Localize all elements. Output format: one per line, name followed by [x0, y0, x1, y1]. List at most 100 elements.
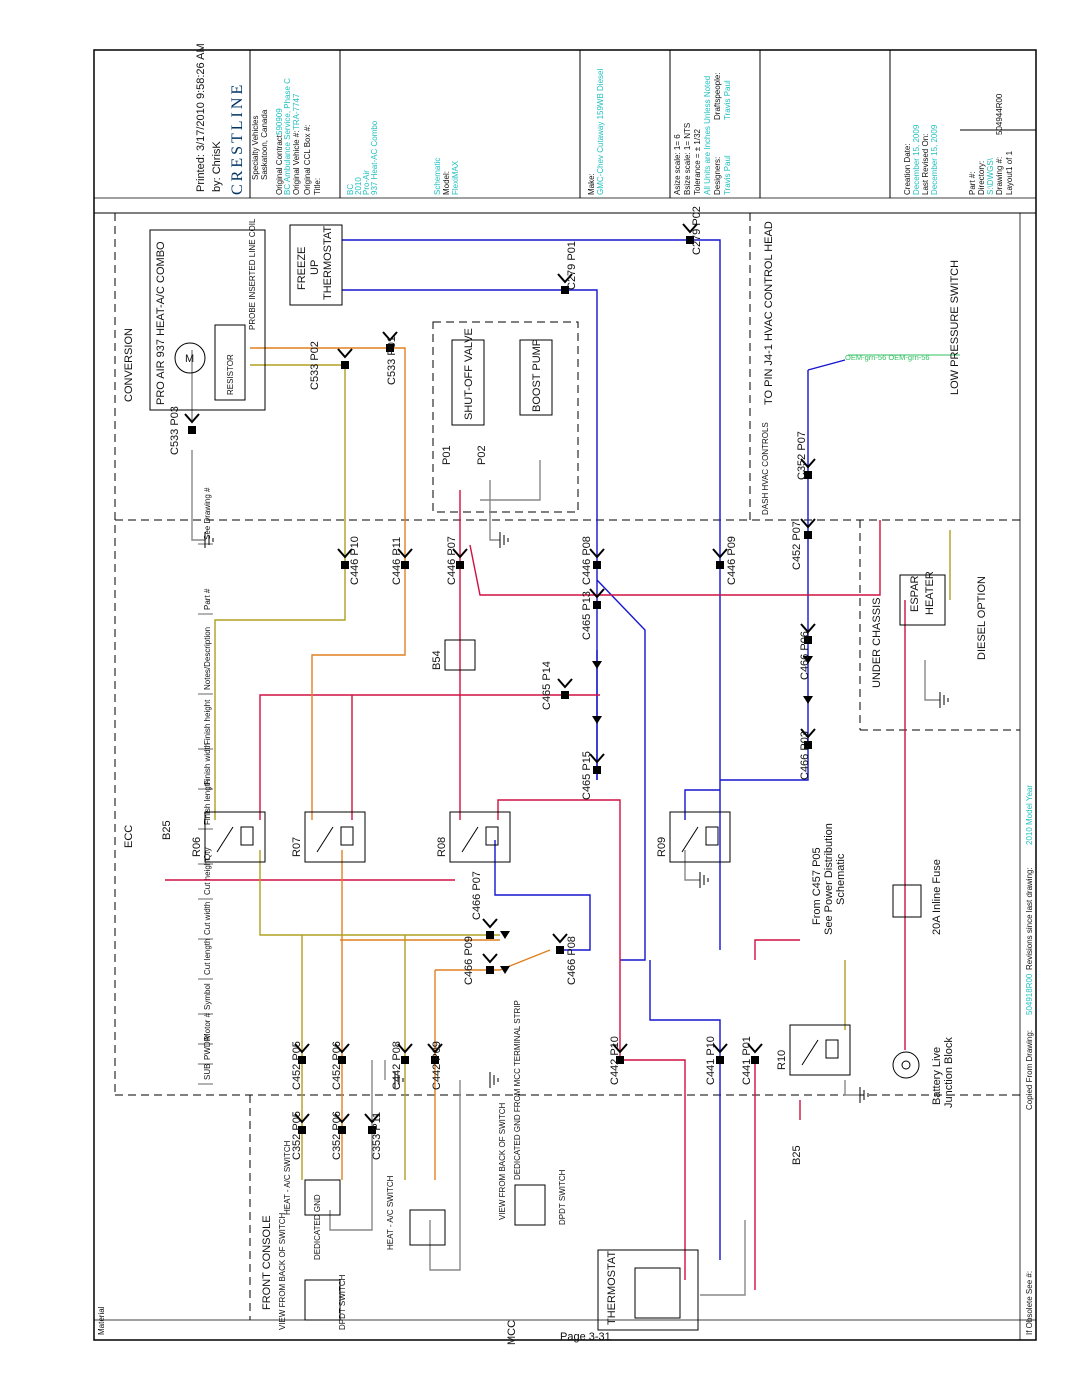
freeze-thermostat: FREEZE UP THERMOSTAT: [289, 224, 343, 306]
designers-value: Travis Paul: [723, 155, 732, 195]
connector-label-9: C446 P09: [726, 536, 738, 585]
company-line2: Saskatoon, Canada: [260, 109, 269, 180]
from-note: From C457 P05 See Power Distribution Sch…: [811, 823, 847, 935]
header-col-3: Symbol: [203, 983, 212, 1010]
connector-mark-9: [712, 548, 728, 569]
drawing-label: Drawing #:: [995, 157, 1004, 195]
page-label: Page 3-31: [560, 1331, 611, 1343]
to-pin-label: TO PIN J4-1 HVAC CONTROL HEAD: [763, 221, 775, 405]
svg-text:R10: R10: [776, 1050, 788, 1070]
directory-value: S:\DWGS\: [986, 157, 995, 195]
zone-conversion: CONVERSION: [123, 328, 135, 402]
connector-marks: [184, 223, 816, 1134]
connector-label-23: C442 P10: [609, 1036, 621, 1085]
ground-6: [489, 1072, 499, 1088]
svg-text:B54: B54: [431, 650, 443, 670]
connector-label-10: C465 P13: [581, 591, 593, 640]
connector-label-15: C466 P03: [799, 731, 811, 780]
connector-label-8: C446 P08: [581, 536, 593, 585]
shutoff-valve: SHUT-OFF VALVE: [451, 328, 485, 426]
client-name: BC Ambulance Service, Phase C: [283, 78, 292, 195]
connector-mark-20: [334, 1043, 350, 1064]
b54-circuit-breaker: B54: [431, 639, 476, 671]
header-col-9: Finish width: [203, 743, 212, 785]
bsize-scale: Bsize scale: 1= NTS: [683, 123, 692, 195]
boost-pump: BOOST PUMP: [519, 339, 553, 416]
svg-text:Battery Live: Battery Live: [931, 1047, 943, 1105]
connector-mark-29: [800, 458, 816, 479]
connector-mark-5: [337, 548, 353, 569]
directory-label: Directory:: [977, 161, 986, 195]
svg-text:20A Inline Fuse: 20A Inline Fuse: [931, 859, 943, 935]
pro-air-label: PRO AIR 937 HEAT-A/C COMBO: [155, 241, 167, 405]
svg-text:SHUT-OFF VALVE: SHUT-OFF VALVE: [463, 328, 475, 420]
connector-label-28: C353 P11: [371, 1112, 383, 1160]
crestline-logo: CRESTLINE: [229, 82, 246, 195]
battery-junction: Battery Live Junction Block: [892, 1037, 955, 1108]
relay-r07: R07: [291, 811, 366, 863]
probe-label: PROBE INSERTED LINE COIL: [248, 218, 257, 330]
svg-text:Schematic: Schematic: [835, 853, 847, 905]
draftspeople-label: Draftspeople:: [713, 72, 722, 120]
zone-dash: DASH HVAC CONTROLS: [761, 422, 770, 515]
connector-mark-27: [334, 1113, 350, 1134]
svg-text:VIEW FROM BACK OF SWITCH: VIEW FROM BACK OF SWITCH: [278, 1212, 287, 1330]
diode-4: [500, 931, 510, 939]
svg-text:HEAT - A/C SWITCH: HEAT - A/C SWITCH: [386, 1175, 395, 1250]
header-col-2: Motor #: [203, 1012, 212, 1040]
creation-value: December 15, 2009: [912, 124, 921, 195]
connector-label-16: C466 P07: [471, 871, 483, 920]
connector-label-30: P01: [441, 445, 453, 465]
make-label: Make:: [587, 173, 596, 195]
connector-label-2: C533 P02: [309, 341, 321, 390]
connector-label-18: C466 P09: [463, 936, 475, 985]
header-col-12: Part #: [203, 588, 212, 610]
header-col-5: Cut width: [203, 902, 212, 935]
header-col-11: Notes/Description: [203, 627, 212, 690]
ground-1: [499, 532, 509, 548]
part-label: Part #:: [968, 171, 977, 195]
svg-text:ESPAR: ESPAR: [909, 575, 921, 612]
thermostat: THERMOSTAT: [597, 1249, 699, 1331]
orig-contract-value: 590909: [275, 108, 284, 135]
connector-mark-7: [452, 548, 468, 569]
svg-text:DPDT SWITCH: DPDT SWITCH: [338, 1274, 347, 1330]
zone-diesel: DIESEL OPTION: [976, 576, 988, 660]
connector-mark-21: [397, 1043, 413, 1064]
model-value: FlexiMAX: [451, 160, 460, 195]
connector-label-29: C352 P07: [796, 431, 808, 480]
b25-label-bottom: B25: [791, 1145, 803, 1165]
oem-wire-label: OEM-grn-56 OEM-grn-56: [845, 353, 930, 362]
revised-value: December 15, 2009: [930, 124, 939, 195]
connector-label-12: C465 P15: [581, 751, 593, 800]
motor-label: M: [185, 353, 194, 365]
relay-r09: R09: [656, 811, 731, 863]
connector-label-6: C446 P11: [391, 537, 403, 585]
orig-contract-label: Original Contract:: [275, 133, 284, 195]
connector-mark-14: [800, 623, 816, 644]
relay-r10: R10: [776, 1024, 851, 1076]
connector-mark-4: [682, 223, 698, 244]
header-col-0: SUB: [203, 1064, 212, 1080]
connector-label-17: C466 P08: [566, 936, 578, 985]
svg-text:R08: R08: [436, 837, 448, 857]
orig-vehicle-label: Original Vehicle #:: [292, 131, 301, 195]
mcc-switch: HEAT - A/C SWITCH VIEW FROM BACK OF SWIT…: [386, 1000, 567, 1250]
svg-text:R06: R06: [191, 837, 203, 857]
connector-mark-6: [397, 548, 413, 569]
revisions-label: Revisions since last drawing:: [1025, 867, 1034, 970]
front-console: FRONT CONSOLE VIEW FROM BACK OF SWITCH D…: [261, 1140, 347, 1330]
svg-text:HEATER: HEATER: [924, 571, 936, 615]
ground-3: [939, 692, 949, 708]
header-col-10: Finish height: [203, 699, 212, 745]
connector-mark-19: [294, 1043, 310, 1064]
title-line4: 937 Heat-AC Combo: [370, 120, 379, 195]
connector-label-24: C441 P10: [705, 1036, 717, 1085]
connector-mark-0: [184, 413, 200, 434]
creation-label: Creation Date:: [903, 143, 912, 195]
title-line1: BC: [346, 184, 355, 195]
connector-mark-25: [747, 1043, 763, 1064]
ground-symbols: [204, 532, 949, 1103]
